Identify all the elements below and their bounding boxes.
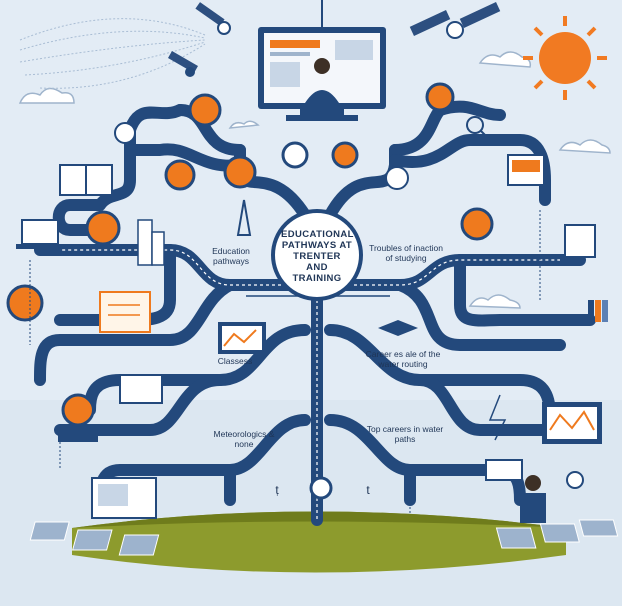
satellite-icon [195, 2, 501, 39]
drone-icon [485, 459, 523, 481]
label-right-upper: Troubles of inaction of studying [369, 243, 443, 263]
bookshelf-icon [588, 300, 608, 322]
globe-icon [58, 398, 98, 442]
signal-rays [19, 18, 206, 89]
presenter-monitor-icon [258, 27, 386, 121]
person-icon [520, 475, 546, 523]
trunk-right-mark: t [366, 483, 370, 497]
center-hub [271, 209, 363, 301]
label-left-mid: Classess [217, 356, 253, 366]
chart-monitor-icon [218, 322, 266, 354]
computer-terminal-icon [91, 477, 157, 519]
satellite-dish-icon [168, 51, 198, 77]
ground [72, 511, 566, 573]
tablet-icon [564, 224, 596, 258]
lightning-icon [488, 394, 507, 441]
laptop-icon [16, 219, 64, 249]
sun-icon [523, 16, 607, 100]
city-buildings-icon [137, 219, 165, 266]
weather-station-icon [507, 154, 545, 186]
radio-tower-icon [236, 199, 252, 236]
label-left-lower: Meteorologics & none [213, 429, 275, 449]
branch-highlights [60, 249, 560, 520]
clouds [18, 51, 611, 309]
solar-panels-icon [29, 519, 619, 556]
trunk-left-mark: ṭ [275, 483, 279, 497]
lightbulb-icon [566, 471, 584, 489]
connector-lines [29, 210, 541, 515]
label-right-mid: Career es ale of the water routing [365, 349, 441, 369]
data-monitor-icon [542, 402, 602, 444]
label-right-lower: Top careers in water paths [366, 424, 444, 444]
center-title: EDUCATIONAL PATHWAYS AT TRENTER AND TRAI… [281, 229, 354, 284]
label-left-upper: Education pathways [212, 246, 250, 266]
graduation-cap-icon [378, 320, 418, 336]
book-icon [59, 164, 113, 196]
document-icon [99, 291, 151, 333]
open-book-icon [119, 374, 163, 404]
magnifier-icon [466, 116, 489, 139]
